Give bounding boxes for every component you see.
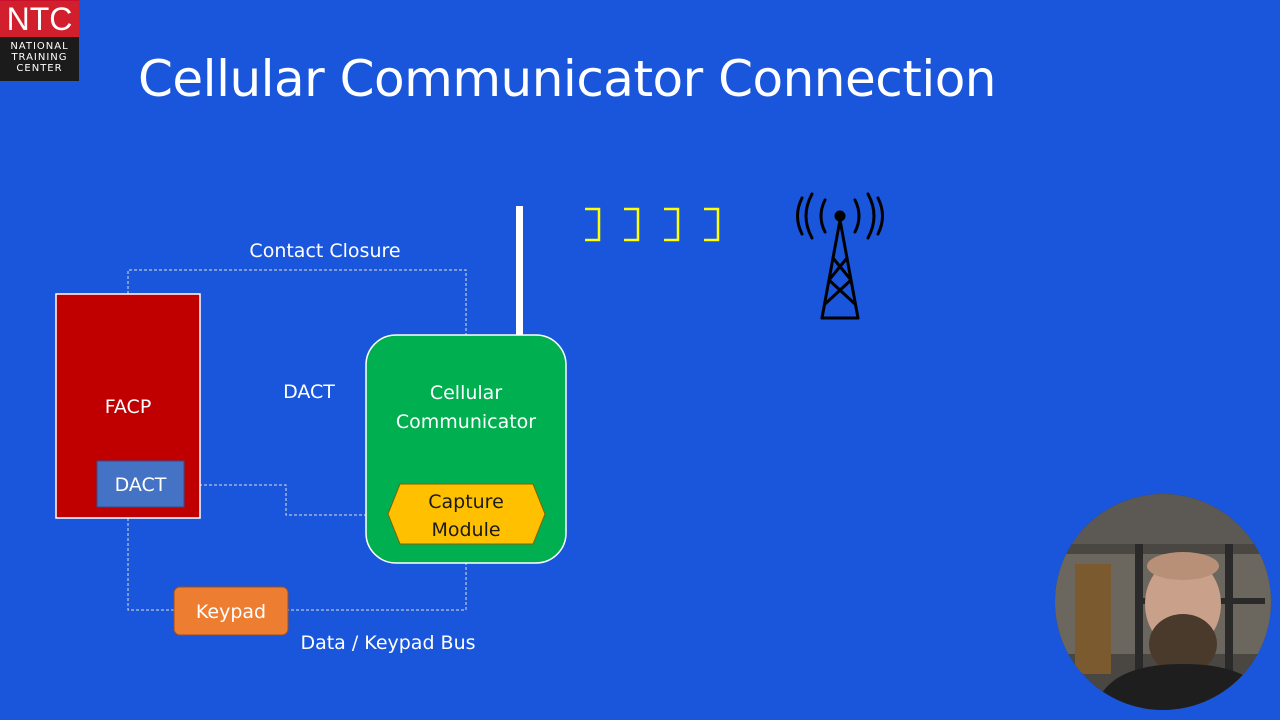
logo-line-center: CENTER [16, 63, 63, 74]
dact-path-label: DACT [283, 381, 335, 403]
bus-label: Data / Keypad Bus [300, 632, 475, 654]
cell-tower-icon [796, 192, 884, 320]
capture-module [387, 483, 546, 545]
presenter-image [1055, 494, 1271, 710]
dact-line [184, 484, 387, 518]
logo-line-national: NATIONAL [10, 41, 69, 52]
capture-label-line1: Capture [428, 491, 504, 513]
slide-title: Cellular Communicator Connection [138, 50, 997, 108]
keypad-bus-line [127, 518, 469, 611]
antenna [516, 206, 523, 336]
cellular-label-line2: Communicator [396, 411, 536, 433]
dact-box [96, 460, 185, 508]
dact-box-label: DACT [115, 474, 167, 496]
keypad-label: Keypad [196, 601, 266, 623]
presenter-webcam [1055, 494, 1271, 710]
ntc-logo: NTC NATIONAL TRAINING CENTER [0, 0, 79, 81]
keypad-box [173, 586, 289, 636]
capture-label-line2: Module [431, 519, 500, 541]
signal-wave-icon [585, 207, 720, 242]
cellular-label-line1: Cellular [430, 382, 502, 404]
logo-line-training: TRAINING [11, 52, 68, 63]
contact-closure-label: Contact Closure [249, 240, 400, 262]
logo-abbrev: NTC [0, 1, 79, 37]
facp-label: FACP [105, 396, 152, 418]
